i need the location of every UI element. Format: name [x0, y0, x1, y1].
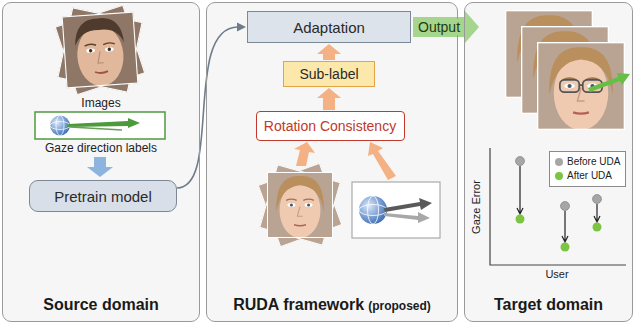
image-caption: Images	[81, 96, 120, 110]
panel-title: Target domain	[465, 296, 632, 314]
process-box: Sub-label	[283, 61, 375, 87]
axis-label: Gaze Error	[470, 180, 482, 234]
connector	[317, 88, 341, 110]
face-images	[505, 10, 630, 130]
legend-row: After UDA	[555, 169, 620, 183]
axis-label: User	[545, 268, 568, 280]
panel-ground	[3, 3, 200, 322]
flow-arrow	[368, 142, 396, 180]
legend-swatch	[555, 172, 563, 180]
legend-text: After UDA	[567, 170, 612, 181]
panel-title: Source domain	[3, 296, 199, 314]
legend-swatch	[555, 158, 563, 166]
face-images	[55, 5, 146, 96]
process-box: Adaptation	[247, 11, 411, 43]
flow-arrow	[317, 88, 341, 110]
flow-arrow	[317, 44, 341, 60]
panel-title-text: RUDA framework	[233, 296, 364, 313]
box-text: Rotation Consistency	[264, 118, 396, 134]
panel-ground	[465, 3, 633, 322]
arrow-head	[237, 23, 246, 32]
domain-panel: Source domain Pretrain model	[2, 2, 200, 322]
framework-panel: RUDA framework (proposed) AdaptationSub-la…	[206, 2, 458, 322]
legend-text: Before UDA	[567, 156, 620, 167]
edge-label: Output	[417, 19, 461, 35]
process-box: Rotation Consistency	[256, 111, 405, 141]
image-caption: Gaze direction labels	[45, 141, 157, 155]
box-text: Adaptation	[293, 19, 365, 36]
panel-title-text: Source domain	[43, 296, 159, 313]
connector	[413, 11, 479, 43]
chart-legend: Before UDA After UDA	[549, 151, 626, 187]
gaze-error-chart	[490, 148, 626, 265]
panel-title-text: (proposed)	[368, 299, 431, 313]
process-box: Pretrain model	[29, 180, 177, 212]
box-text: Sub-label	[299, 66, 358, 82]
panel-title: RUDA framework (proposed)	[207, 296, 457, 314]
gaze-label-icon	[352, 182, 440, 238]
legend-row: Before UDA	[555, 155, 620, 169]
flow-arrow	[87, 157, 113, 177]
box-text: Pretrain model	[54, 188, 152, 205]
output-arrow	[413, 11, 479, 43]
connector-line	[177, 27, 238, 188]
connector	[177, 23, 246, 189]
face-images	[258, 163, 343, 248]
panel-title-text: Target domain	[494, 296, 603, 313]
gaze-label-icon	[35, 112, 165, 139]
connector	[317, 44, 341, 60]
flow-arrow	[294, 142, 315, 166]
panel-ground	[207, 3, 458, 322]
